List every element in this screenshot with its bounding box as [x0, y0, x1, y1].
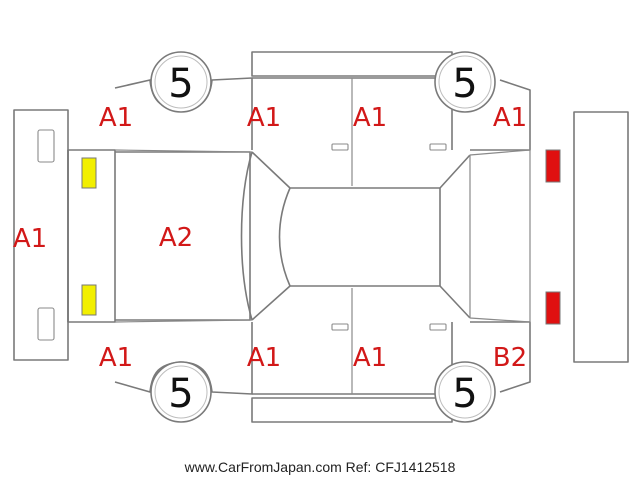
tire-rear-left-value: 5 — [452, 61, 477, 107]
tire-rear-left: 5 — [434, 51, 496, 113]
code-right-front-door: A1 — [247, 343, 281, 373]
taillight-left — [545, 149, 561, 183]
code-left-front-fender: A1 — [99, 103, 133, 133]
headlight-right — [81, 284, 97, 316]
rear-bumper — [573, 111, 629, 363]
code-right-rear-door: A1 — [353, 343, 387, 373]
code-right-rear-fender: B2 — [493, 343, 527, 373]
code-left-rear-door: A1 — [353, 103, 387, 133]
tire-front-right: 5 — [150, 361, 212, 423]
headlight-left — [81, 157, 97, 189]
roof-and-glass — [114, 149, 531, 323]
code-left-front-door: A1 — [247, 103, 281, 133]
code-front-bumper: A1 — [13, 224, 47, 254]
front-bumper — [13, 109, 69, 361]
tire-front-left: 5 — [150, 51, 212, 113]
tire-rear-right-value: 5 — [452, 371, 477, 417]
taillight-right — [545, 291, 561, 325]
code-left-rear-fender: A1 — [493, 103, 527, 133]
footer-reference: www.CarFromJapan.com Ref: CFJ1412518 — [184, 459, 456, 475]
tire-front-right-value: 5 — [168, 371, 193, 417]
tire-front-left-value: 5 — [168, 61, 193, 107]
tire-rear-right: 5 — [434, 361, 496, 423]
code-hood: A2 — [159, 223, 193, 253]
car-body — [67, 77, 531, 395]
code-right-front-fender: A1 — [99, 343, 133, 373]
